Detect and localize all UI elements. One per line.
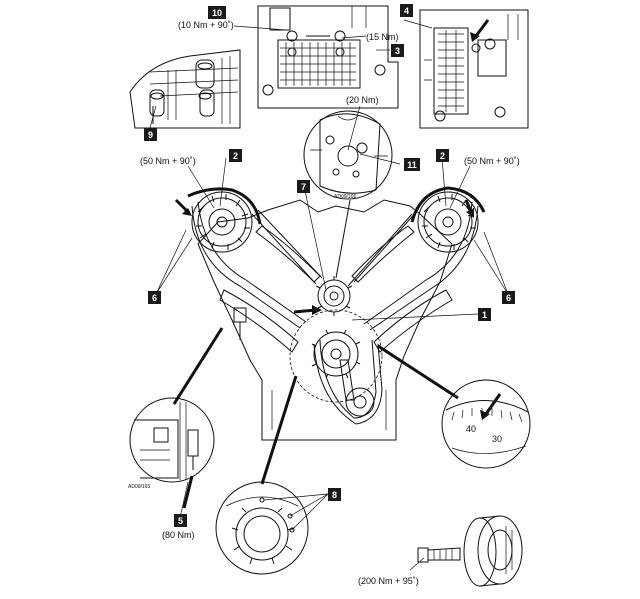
- inset-round-tensioner: [303, 110, 393, 200]
- svg-text:7: 7: [301, 182, 306, 192]
- zoom-lines: [172, 199, 459, 485]
- callout-badge-7: 7: [297, 180, 310, 193]
- crank-pulley-bolt: [417, 547, 461, 563]
- svg-text:5: 5: [178, 516, 183, 526]
- callout-badge-10: 10: [208, 6, 226, 19]
- svg-text:9: 9: [148, 130, 153, 140]
- torque-label-50nm-90-left: (50 Nm + 90˚): [140, 156, 196, 166]
- callout-badge-2-left: 2: [229, 149, 242, 162]
- callout-badge-11: 11: [404, 158, 420, 171]
- leader-lines: [149, 19, 509, 571]
- torque-label-50nm-90-right: (50 Nm + 90˚): [464, 156, 520, 166]
- scale-number-40: 40: [466, 424, 476, 434]
- callout-badge-1: 1: [478, 308, 491, 321]
- callout-badge-2-right: 2: [436, 149, 449, 162]
- callout-badge-4: 4: [400, 4, 413, 17]
- inset-bottom-circle: [215, 481, 309, 575]
- torque-label-10nm-90: (10 Nm + 90˚): [178, 20, 234, 30]
- inset-bracket-right: [419, 9, 529, 129]
- crank-sprocket: [311, 329, 361, 379]
- inset-right-degree-scale: [441, 379, 531, 469]
- inset-left-circle: [129, 397, 215, 509]
- callout-badge-9: 9: [144, 128, 157, 141]
- inset-camshaft-valves: [129, 49, 241, 129]
- tensioner-bolt: [233, 307, 247, 340]
- svg-text:2: 2: [440, 151, 445, 161]
- pointer-arrows: [174, 198, 474, 315]
- svg-text:6: 6: [506, 293, 511, 303]
- callout-badge-8: 8: [328, 488, 341, 501]
- crank-pulley: [463, 515, 523, 587]
- svg-text:10: 10: [212, 8, 222, 18]
- torque-label-15nm: (15 Nm): [366, 32, 399, 42]
- engine-block-outline: [197, 199, 453, 441]
- callout-badge-6-left: 6: [148, 291, 161, 304]
- torque-label-200nm-95: (200 Nm + 95˚): [358, 576, 419, 586]
- callout-badge-6-right: 6: [502, 291, 515, 304]
- scale-number-30: 30: [492, 434, 502, 444]
- lower-sprocket: [345, 387, 375, 417]
- intermediate-sprocket: [315, 276, 353, 316]
- chain-guides: [219, 225, 453, 401]
- svg-text:8: 8: [332, 490, 337, 500]
- svg-text:6: 6: [152, 293, 157, 303]
- figure-code-top: AD09/166: [334, 194, 356, 200]
- callout-badge-3: 3: [391, 44, 404, 57]
- svg-text:4: 4: [404, 6, 409, 16]
- svg-text:11: 11: [407, 160, 417, 170]
- right-cam-sprocket: [410, 186, 486, 253]
- svg-text:2: 2: [233, 151, 238, 161]
- svg-text:1: 1: [482, 310, 487, 320]
- callout-badge-5: 5: [174, 514, 187, 527]
- torque-label-20nm: (20 Nm): [346, 95, 379, 105]
- crank-area-dashed-circle: [289, 309, 383, 403]
- torque-label-80nm: (80 Nm): [162, 530, 195, 540]
- figure-code-left: AD09/165: [128, 484, 150, 490]
- timing-chain: [191, 201, 479, 425]
- svg-text:3: 3: [395, 46, 400, 56]
- inset-bracket-top: [257, 5, 399, 109]
